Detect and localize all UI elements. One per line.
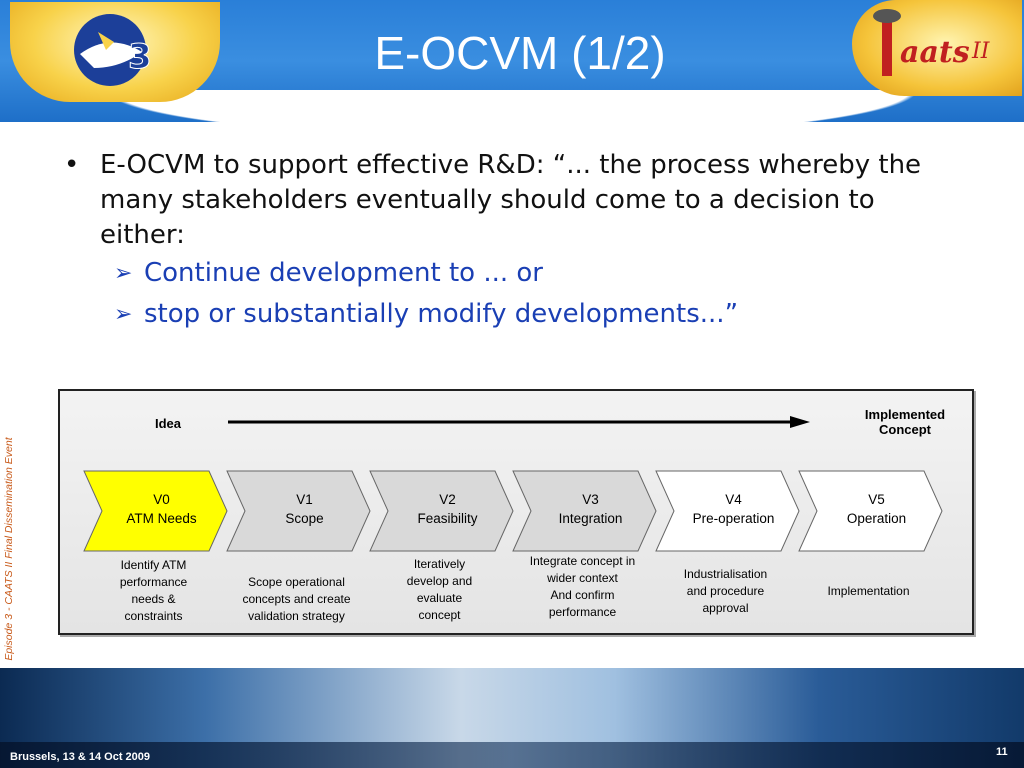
episode3-logo: 3 bbox=[10, 2, 220, 102]
stage-description-line: approval bbox=[648, 600, 803, 617]
stage-name: ATM Needs bbox=[94, 509, 229, 528]
bullet-list: • E-OCVM to support effective R&D: “... … bbox=[64, 148, 944, 335]
arrow-bullet-icon: ➢ bbox=[114, 253, 132, 294]
sub-bullet: ➢ Continue development to ... or bbox=[64, 253, 944, 294]
stage-description-line: performance bbox=[505, 604, 660, 621]
stage-description-line: concepts and create bbox=[219, 591, 374, 608]
stage-description-line: needs & bbox=[76, 591, 231, 608]
stage-description-line: Iteratively bbox=[362, 556, 517, 573]
stage-description-line: evaluate bbox=[362, 590, 517, 607]
stage-description-line: Identify ATM bbox=[76, 557, 231, 574]
stage-description-line: performance bbox=[76, 574, 231, 591]
stage-code: V0 bbox=[94, 490, 229, 509]
footer-event-text: Brussels, 13 & 14 Oct 2009 bbox=[10, 751, 150, 763]
svg-text:II: II bbox=[971, 39, 991, 64]
arrow-bullet-icon: ➢ bbox=[114, 294, 132, 335]
slide-title: E-OCVM (1/2) bbox=[260, 26, 780, 80]
main-bullet-text: E-OCVM to support effective R&D: “... th… bbox=[100, 150, 921, 250]
stage-description-line: Integrate concept in bbox=[505, 553, 660, 570]
stage-code: V5 bbox=[809, 490, 944, 509]
stage-description-line: wider context bbox=[505, 570, 660, 587]
stage-description-line: validation strategy bbox=[219, 608, 374, 625]
stage-name: Pre-operation bbox=[666, 509, 801, 528]
svg-text:3: 3 bbox=[128, 37, 152, 77]
bullet-dot-icon: • bbox=[64, 148, 79, 183]
stage-description-line: concept bbox=[362, 607, 517, 624]
stage-code: V4 bbox=[666, 490, 801, 509]
stage-name: Scope bbox=[237, 509, 372, 528]
stage-description-line: develop and bbox=[362, 573, 517, 590]
stage-description-line: and procedure bbox=[648, 583, 803, 600]
stage-code: V1 bbox=[237, 490, 372, 509]
sub-bullet-text: Continue development to ... or bbox=[144, 258, 543, 288]
caats-ii-logo: aats II bbox=[852, 0, 1022, 96]
stage-description-line: And confirm bbox=[505, 587, 660, 604]
stage-name: Feasibility bbox=[380, 509, 515, 528]
svg-text:aats: aats bbox=[900, 35, 970, 70]
stage-name: Integration bbox=[523, 509, 658, 528]
stage-description-line: Scope operational bbox=[219, 574, 374, 591]
stage-code: V3 bbox=[523, 490, 658, 509]
side-caption: Episode 3 - CAATS II Final Dissemination… bbox=[3, 414, 15, 684]
sub-bullet-text: stop or substantially modify development… bbox=[144, 299, 738, 329]
arrow-head-icon bbox=[790, 416, 810, 428]
stage-description-line: Industrialisation bbox=[648, 566, 803, 583]
stage-code: V2 bbox=[380, 490, 515, 509]
sub-bullet: ➢ stop or substantially modify developme… bbox=[64, 294, 944, 335]
page-number: 11 bbox=[996, 746, 1008, 758]
stage-description-v5: Implementation bbox=[791, 583, 946, 600]
stage-description-line: Implementation bbox=[791, 583, 946, 600]
main-bullet: • E-OCVM to support effective R&D: “... … bbox=[64, 148, 944, 253]
stage-name: Operation bbox=[809, 509, 944, 528]
footer-band bbox=[0, 742, 1024, 768]
stage-description-line: constraints bbox=[76, 608, 231, 625]
